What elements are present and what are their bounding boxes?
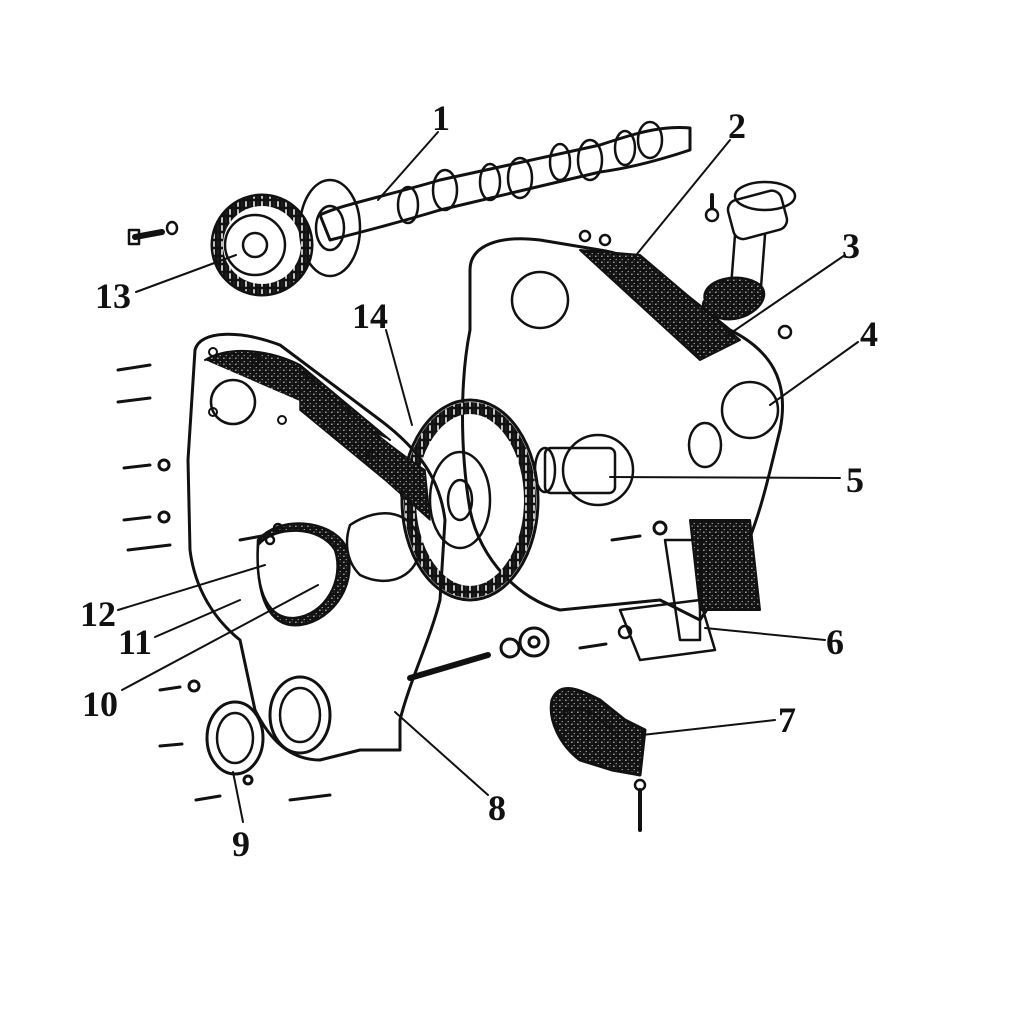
callout-14: 14: [352, 296, 388, 336]
gear-bolt: [127, 220, 179, 246]
cover-plate: [256, 522, 339, 620]
bearing-cap: [549, 686, 647, 832]
leader-14: [385, 329, 413, 426]
leader-3: [727, 254, 846, 336]
pump-plunger: [701, 180, 797, 321]
leader-2: [627, 139, 731, 266]
leader-7: [641, 719, 776, 736]
callout-1: 1: [432, 98, 450, 138]
callout-2: 2: [728, 106, 746, 146]
camshaft: [298, 120, 692, 278]
oil-seal: [205, 700, 265, 776]
shaft-hub: [533, 446, 617, 495]
leader-lines: [117, 131, 859, 823]
leader-9: [232, 771, 244, 823]
callout-10: 10: [82, 684, 118, 724]
callout-13: 13: [95, 276, 131, 316]
callout-9: 9: [232, 824, 250, 864]
callout-11: 11: [118, 622, 153, 662]
timing-case-gasket: [461, 229, 793, 622]
leader-8: [394, 711, 489, 796]
seal-housing: [268, 675, 332, 755]
camshaft-gear: [210, 193, 314, 297]
leader-1: [377, 131, 439, 201]
leader-5: [609, 476, 841, 479]
callout-4: 4: [860, 314, 878, 354]
callout-6: 6: [826, 622, 844, 662]
leader-11: [154, 599, 241, 638]
leader-6: [704, 627, 826, 641]
callout-3: 3: [842, 226, 860, 266]
leader-4: [769, 341, 859, 406]
leader-13: [135, 254, 237, 293]
callout-12: 12: [80, 594, 116, 634]
callout-5: 5: [846, 460, 864, 500]
front-cover: [186, 332, 447, 762]
mounting-bracket: [617, 538, 717, 662]
leader-12: [117, 564, 266, 611]
leader-10: [121, 584, 319, 691]
callout-8: 8: [488, 788, 506, 828]
bolts-and-washers: [116, 363, 668, 802]
callout-7: 7: [778, 700, 796, 740]
